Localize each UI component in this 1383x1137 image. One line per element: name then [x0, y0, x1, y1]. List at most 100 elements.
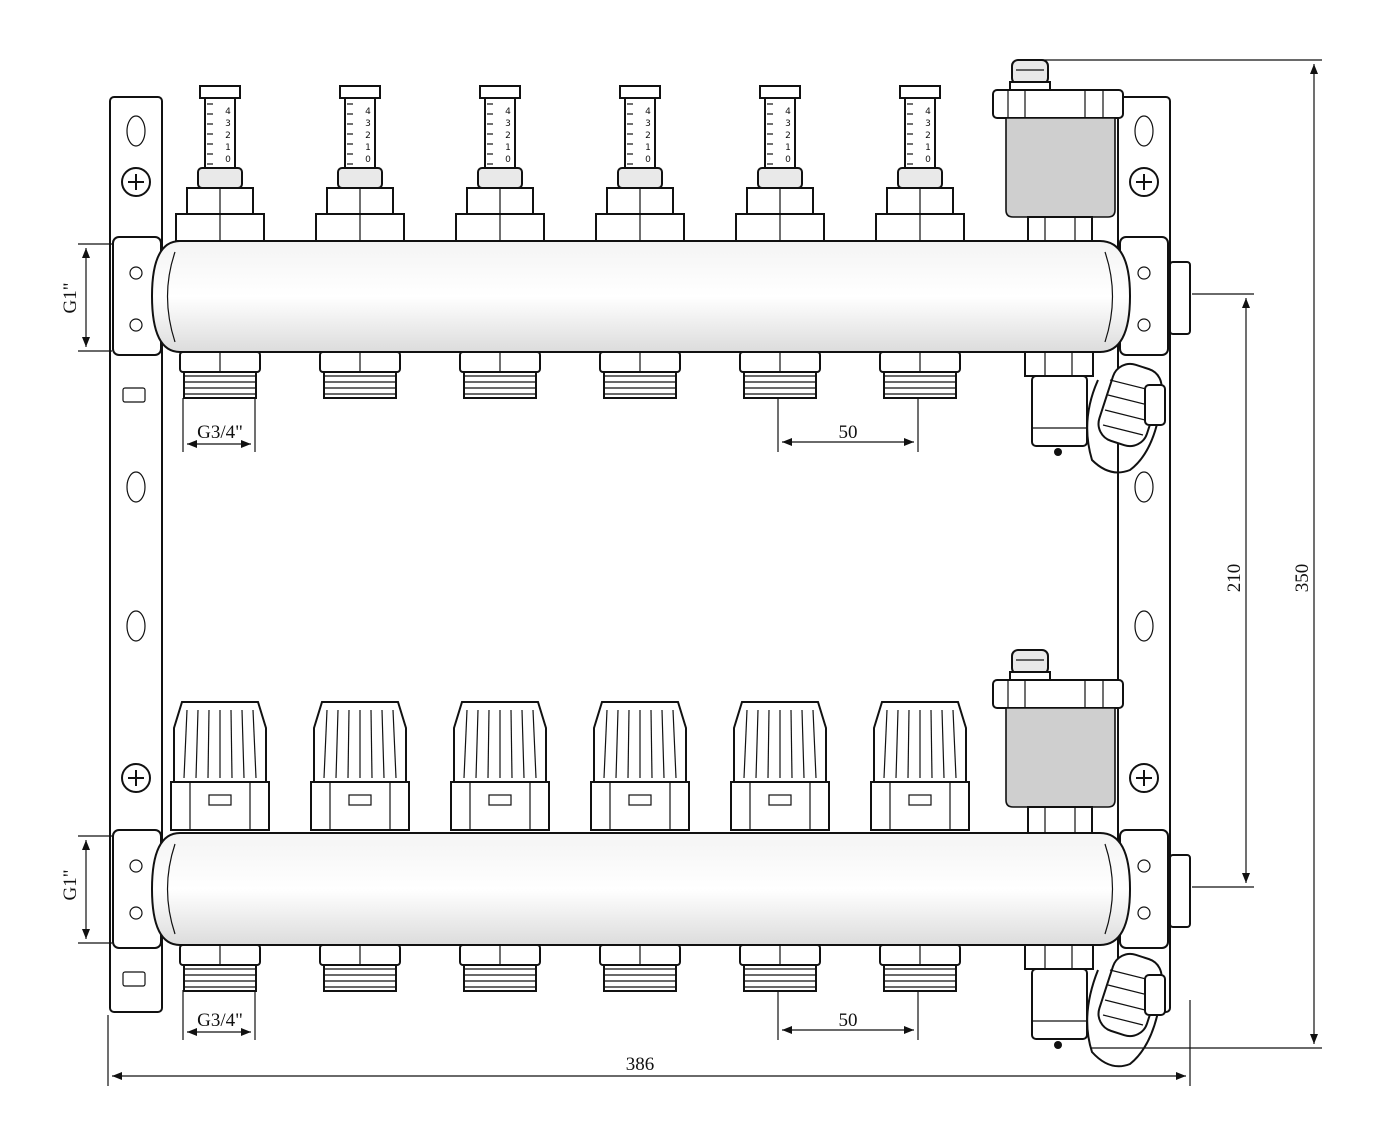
- knob-rib: [790, 709, 793, 779]
- scale-label: 0: [645, 155, 651, 165]
- knob-rib: [603, 709, 608, 779]
- top-manifold-pipe: [150, 240, 1132, 353]
- knob-rib: [347, 709, 350, 779]
- knob-rib: [672, 709, 677, 779]
- outlet-fitting: [599, 351, 681, 399]
- flowmeter-tube: [624, 97, 656, 169]
- scale-label: 4: [925, 107, 931, 117]
- dimension-outlet-top: G3/4": [182, 398, 256, 452]
- drain-valve-top: [1024, 351, 1166, 474]
- bottom-outlet-group: [179, 944, 961, 992]
- scale-label: 4: [225, 107, 231, 117]
- knob-rib: [475, 709, 479, 779]
- scale-label: 1: [505, 143, 511, 153]
- scale-label: 4: [785, 107, 791, 117]
- knob-rib: [930, 709, 933, 779]
- valve-cap: [170, 701, 270, 831]
- knob-rib: [895, 709, 899, 779]
- knob-rib: [615, 709, 619, 779]
- scale-label: 1: [365, 143, 371, 153]
- scale-label: 0: [365, 155, 371, 165]
- knob-rib: [241, 709, 245, 779]
- flowmeter-cap: [199, 85, 241, 99]
- scale-label: 4: [365, 107, 371, 117]
- knob-rib: [812, 709, 817, 779]
- scale-label: 3: [365, 119, 371, 129]
- flowmeter-collar: [617, 167, 663, 189]
- scale-label: 1: [925, 143, 931, 153]
- flowmeter-cap: [339, 85, 381, 99]
- knob-rib: [487, 709, 490, 779]
- top-outlet-group: [179, 351, 961, 399]
- dimension-outlet-bottom: G3/4": [182, 990, 256, 1040]
- outlet-fitting: [459, 944, 541, 992]
- outlet-fitting: [459, 351, 541, 399]
- outlet-fitting: [739, 351, 821, 399]
- valve-window: [768, 794, 792, 806]
- valve-body: [590, 781, 690, 831]
- knob-rib: [230, 709, 233, 779]
- valve-cap: [730, 701, 830, 831]
- outlet-size-label-top: G3/4": [197, 422, 243, 443]
- screw-icon: [1129, 167, 1159, 197]
- inlet-size-label-bottom: G1": [60, 870, 81, 901]
- scale-label: 1: [645, 143, 651, 153]
- valve-cap-group: [170, 701, 970, 831]
- outlet-fitting: [179, 944, 261, 992]
- scale-label: 2: [225, 131, 231, 141]
- scale-label: 3: [645, 119, 651, 129]
- scale-label: 1: [225, 143, 231, 153]
- scale-label: 2: [505, 131, 511, 141]
- knob-rib: [207, 709, 210, 779]
- knob-rib: [661, 709, 665, 779]
- scale-label: 3: [785, 119, 791, 129]
- air-vent-bottom: [992, 649, 1124, 834]
- knob-rib: [392, 709, 397, 779]
- scale-label: 2: [645, 131, 651, 141]
- flowmeter-collar: [897, 167, 943, 189]
- flowmeter-tube: [904, 97, 936, 169]
- knob-rib: [510, 709, 513, 779]
- dimension-pitch-top: 50: [777, 398, 919, 452]
- knob-rib: [323, 709, 328, 779]
- screw-icon: [121, 763, 151, 793]
- knob-rib: [767, 709, 770, 779]
- total-height-label: 350: [1292, 564, 1313, 593]
- scale-label: 4: [645, 107, 651, 117]
- outlet-fitting: [179, 351, 261, 399]
- knob-rib: [195, 709, 199, 779]
- knob-rib: [801, 709, 805, 779]
- knob-rib: [952, 709, 957, 779]
- flowmeter-cap: [479, 85, 521, 99]
- flowmeter-cap: [759, 85, 801, 99]
- valve-body: [450, 781, 550, 831]
- pitch-label-bottom: 50: [839, 1010, 858, 1031]
- dimension-inlet-bottom: G1": [60, 835, 112, 944]
- valve-cap: [590, 701, 690, 831]
- flowmeter-collar: [337, 167, 383, 189]
- dimension-total-height: 350: [1040, 59, 1322, 1049]
- knob-rib: [183, 709, 188, 779]
- valve-body: [170, 781, 270, 831]
- screw-icon: [121, 167, 151, 197]
- drain-valve-bottom: [1024, 944, 1166, 1068]
- outlet-fitting: [739, 944, 821, 992]
- valve-body: [730, 781, 830, 831]
- flowmeter-cap: [899, 85, 941, 99]
- dimension-inlet-top: G1": [60, 243, 112, 352]
- valve-window: [208, 794, 232, 806]
- flowmeter-collar: [197, 167, 243, 189]
- outlet-fitting: [879, 351, 961, 399]
- knob-rib: [532, 709, 537, 779]
- screw-icon: [1129, 763, 1159, 793]
- knob-rib: [627, 709, 630, 779]
- axis-distance-label: 210: [1224, 564, 1245, 593]
- knob-rib: [743, 709, 748, 779]
- knob-rib: [521, 709, 525, 779]
- valve-window: [348, 794, 372, 806]
- knob-rib: [252, 709, 257, 779]
